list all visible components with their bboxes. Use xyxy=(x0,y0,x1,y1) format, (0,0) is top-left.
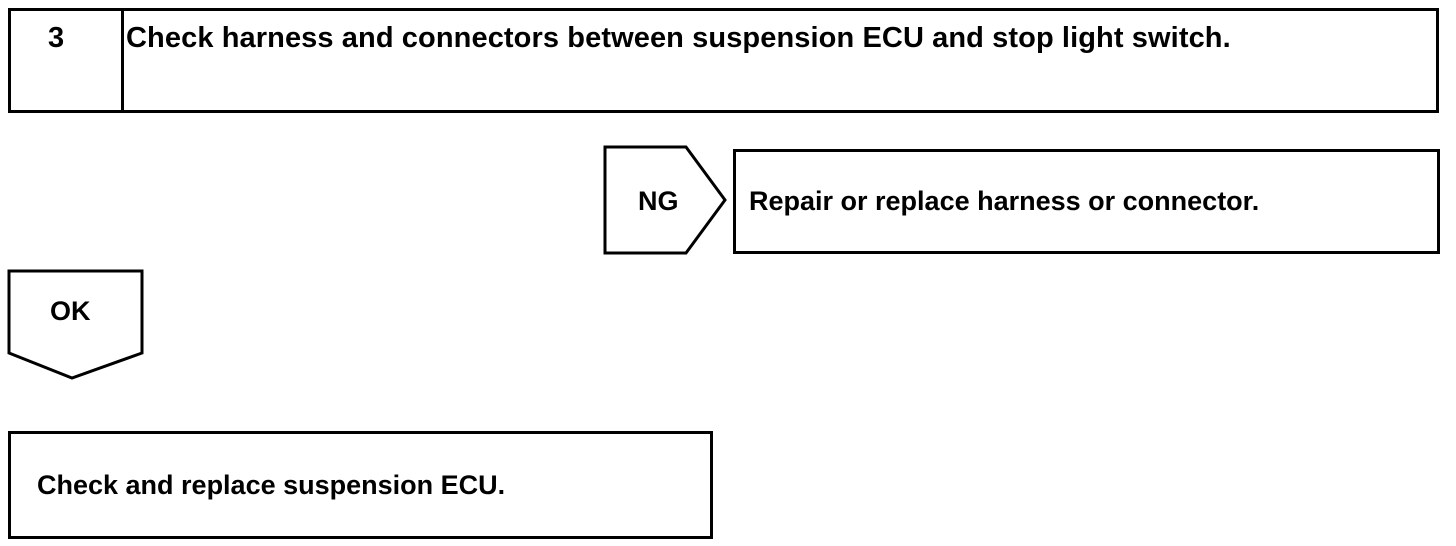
step-title: Check harness and connectors between sus… xyxy=(126,22,1231,54)
step-header-divider xyxy=(121,11,124,110)
final-action-box xyxy=(8,431,713,539)
step-number: 3 xyxy=(48,22,65,54)
ok-label: OK xyxy=(50,296,91,326)
final-action-text: Check and replace suspension ECU. xyxy=(37,470,506,500)
step-header-box xyxy=(8,8,1439,113)
ng-label: NG xyxy=(638,186,679,216)
ng-action-text: Repair or replace harness or connector. xyxy=(749,186,1260,216)
ng-action-box xyxy=(733,149,1440,254)
